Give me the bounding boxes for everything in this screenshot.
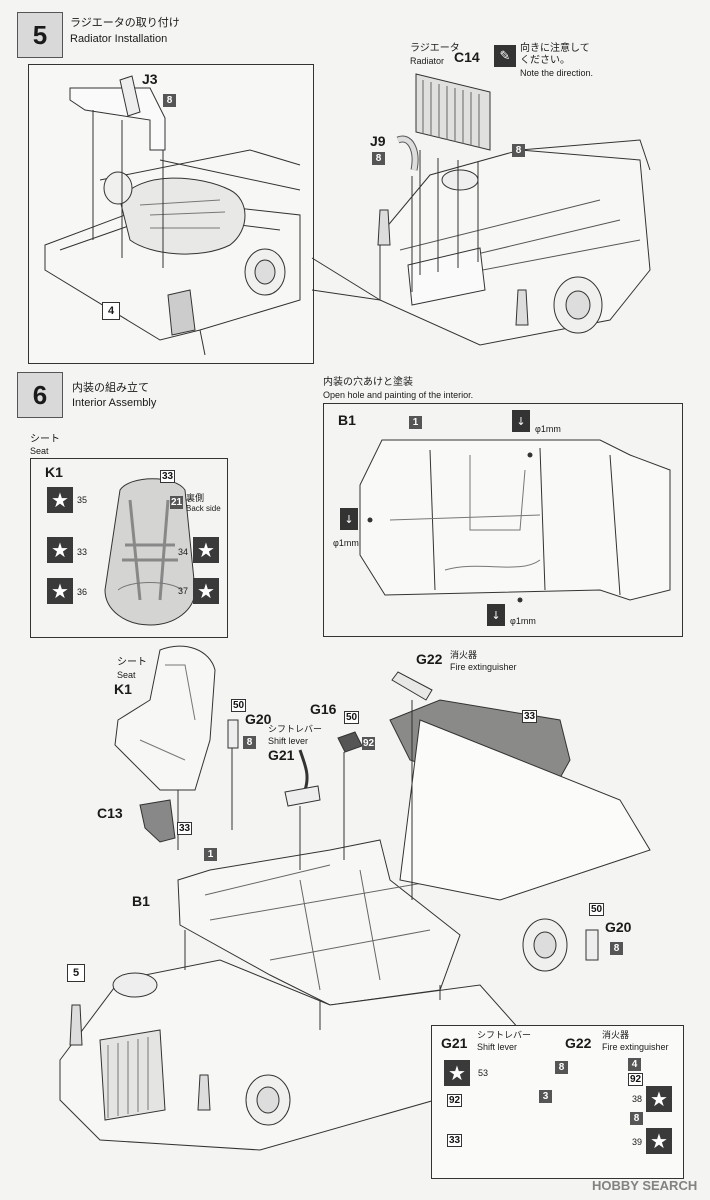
color-code-1-b1: 1 <box>204 848 217 861</box>
star-icon: ★ <box>193 537 219 563</box>
part-j3-label: J3 <box>142 71 158 87</box>
detail-g22-en: Fire extinguisher <box>602 1042 669 1052</box>
color-code-92-g16: 92 <box>362 737 375 750</box>
drill-size-left: φ1mm <box>333 538 359 548</box>
step-5-title-jp: ラジエータの取り付け <box>70 16 180 29</box>
ref-step-5-badge: 5 <box>67 964 85 982</box>
detail-color-92: 92 <box>447 1094 463 1107</box>
detail-g21-jp: シフトレバー <box>477 1031 532 1041</box>
color-code-21: 21 <box>170 496 183 509</box>
direction-note-jp-1: 向きに注意して <box>520 43 590 54</box>
detail-g22-label: G22 <box>565 1035 592 1051</box>
direction-note-en: Note the direction. <box>520 68 594 78</box>
color-code-c14: 8 <box>512 144 525 157</box>
radiator-label-en: Radiator <box>410 56 445 66</box>
back-side-en: Back side <box>186 504 221 513</box>
star-icon: ★ <box>646 1086 672 1112</box>
detail-color-53: 53 <box>478 1068 489 1078</box>
seat-detail-frame <box>30 458 228 638</box>
seat-label-en: Seat <box>117 670 136 680</box>
color-code-34: 34 <box>178 547 189 557</box>
drill-size-top: φ1mm <box>535 424 561 434</box>
color-code-33-panel: 33 <box>522 710 538 723</box>
detail-color-38: 38 <box>632 1094 643 1104</box>
b1-label: B1 <box>338 412 356 428</box>
color-code-1: 1 <box>409 416 422 429</box>
color-code-50-g20b: 50 <box>589 903 605 916</box>
part-g20b-label: G20 <box>605 919 632 935</box>
step-6-title-jp: 内装の組み立て <box>72 381 149 394</box>
detail-color-8: 8 <box>555 1061 568 1074</box>
color-code-33-mid: 33 <box>77 547 88 557</box>
detail-color-92b: 92 <box>628 1073 644 1086</box>
color-code-33-c13: 33 <box>177 822 193 835</box>
seat-label-jp: シート <box>117 657 147 668</box>
part-c14-label: C14 <box>454 49 480 65</box>
interior-header-jp: 内装の穴あけと塗装 <box>323 377 413 388</box>
seat-box-label-jp: シート <box>30 434 60 445</box>
drill-size-bottom: φ1mm <box>510 616 536 626</box>
color-code-j3: 8 <box>163 94 176 107</box>
direction-note-jp-2: ください。 <box>520 55 570 66</box>
g22-label-en: Fire extinguisher <box>450 662 517 672</box>
part-g22-label: G22 <box>416 651 443 667</box>
star-icon: ★ <box>47 537 73 563</box>
star-icon: ★ <box>444 1060 470 1086</box>
color-code-37: 37 <box>178 586 189 596</box>
part-g21-label: G21 <box>268 747 295 763</box>
part-g16-label: G16 <box>310 701 337 717</box>
color-code-36: 36 <box>77 587 88 597</box>
color-code-8-g20b: 8 <box>610 942 623 955</box>
color-code-50-g20: 50 <box>231 699 247 712</box>
step-5-title-en: Radiator Installation <box>70 33 168 45</box>
watermark: HOBBY SEARCH <box>592 1178 698 1193</box>
ref-step-4-badge: 4 <box>102 302 120 320</box>
color-code-35: 35 <box>77 495 88 505</box>
color-code-8-g20: 8 <box>243 736 256 749</box>
drill-icon: ↓ <box>512 410 530 432</box>
seat-k1-label: K1 <box>45 464 63 480</box>
detail-color-8b: 8 <box>630 1112 643 1125</box>
detail-g21-en: Shift lever <box>477 1042 518 1052</box>
detail-g22-jp: 消火器 <box>602 1031 630 1041</box>
interior-header-en: Open hole and painting of the interior. <box>323 390 474 400</box>
part-g20-label: G20 <box>245 711 272 727</box>
part-j9-label: J9 <box>370 133 386 149</box>
detail-color-4: 4 <box>628 1058 641 1071</box>
g21-g22-detail-frame <box>431 1025 684 1179</box>
color-code-33-top: 33 <box>160 470 176 483</box>
detail-g21-label: G21 <box>441 1035 468 1051</box>
star-icon: ★ <box>47 487 73 513</box>
star-icon: ★ <box>193 578 219 604</box>
part-b1-label: B1 <box>132 893 150 909</box>
color-code-j9: 8 <box>372 152 385 165</box>
radiator-label-jp: ラジエータ <box>410 43 460 54</box>
detail-color-33: 33 <box>447 1134 463 1147</box>
g22-label-jp: 消火器 <box>450 651 478 661</box>
step-6-title-en: Interior Assembly <box>72 397 157 409</box>
shift-label-en: Shift lever <box>268 736 309 746</box>
step-6-number: 6 <box>17 372 63 418</box>
star-icon: ★ <box>646 1128 672 1154</box>
detail-color-39: 39 <box>632 1137 643 1147</box>
drill-icon: ↓ <box>487 604 505 626</box>
color-code-50-g16: 50 <box>344 711 360 724</box>
star-icon: ★ <box>47 578 73 604</box>
drill-icon: ↓ <box>340 508 358 530</box>
step-5-number: 5 <box>17 12 63 58</box>
part-k1-label: K1 <box>114 681 132 697</box>
back-side-jp: 裏側 <box>186 494 205 504</box>
detail-color-3: 3 <box>539 1090 552 1103</box>
part-c13-label: C13 <box>97 805 123 821</box>
wrench-icon: ✎ <box>494 45 516 67</box>
shift-label-jp: シフトレバー <box>268 725 323 735</box>
b1-detail-frame <box>323 403 683 637</box>
seat-box-label-en: Seat <box>30 446 49 456</box>
